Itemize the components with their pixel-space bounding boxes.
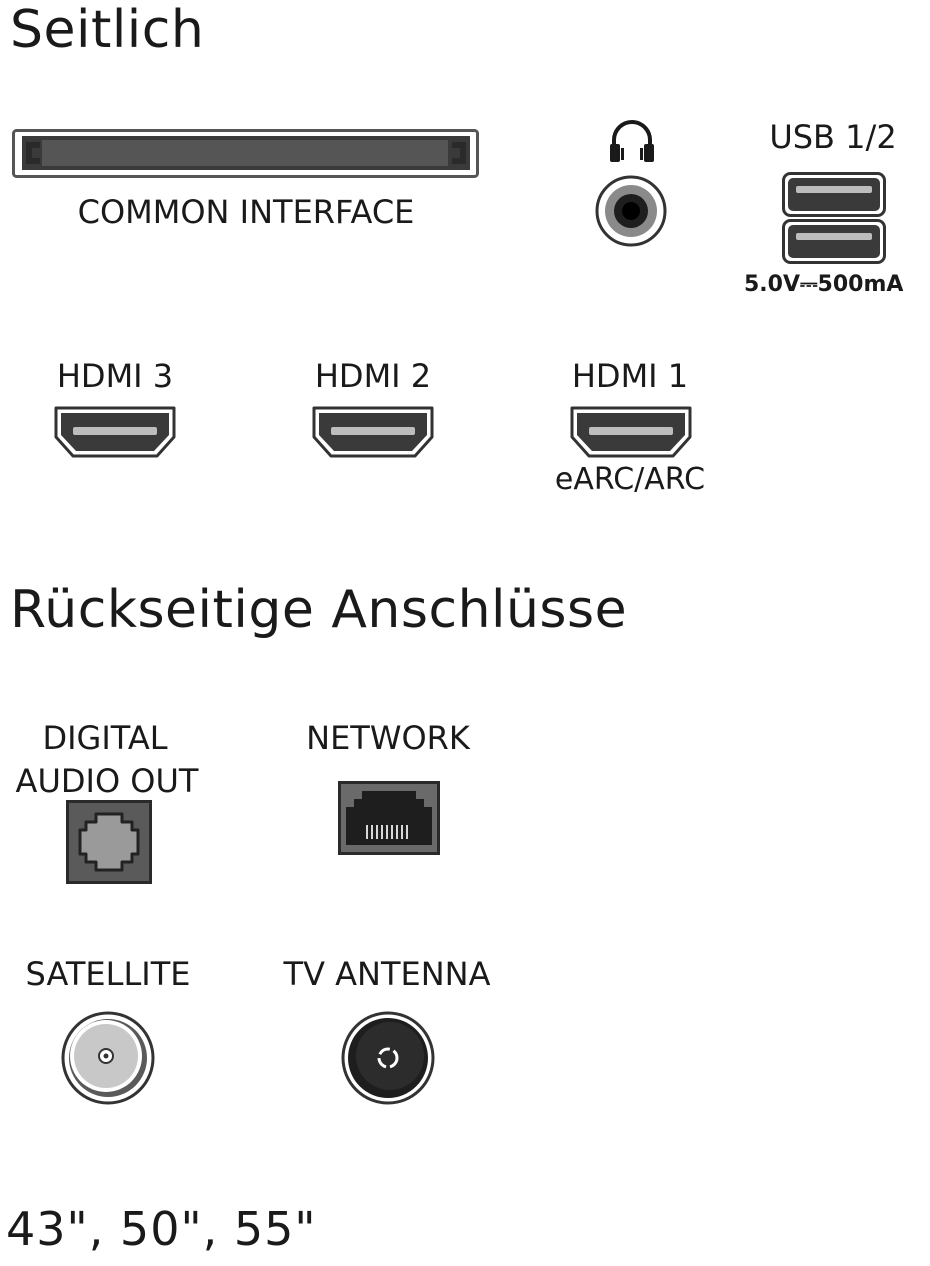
hdmi2-label: HDMI 2	[314, 357, 432, 395]
usb-port-icon	[782, 172, 886, 264]
ethernet-port-icon	[338, 781, 440, 855]
optical-port-icon	[66, 800, 152, 884]
usb-label: USB 1/2	[769, 118, 897, 156]
usb-spec: 5.0V⎓500mA	[744, 272, 904, 297]
satellite-label: SATELLITE	[25, 955, 191, 993]
hdmi1-port-icon	[570, 406, 692, 458]
tv-antenna-label: TV ANTENNA	[283, 955, 491, 993]
back-heading: Rückseitige Anschlüsse	[10, 580, 628, 640]
headphone-jack-icon	[595, 175, 667, 247]
screen-sizes: 43", 50", 55"	[6, 1202, 317, 1256]
digital-audio-label-line2: AUDIO OUT	[15, 762, 199, 800]
hdmi3-label: HDMI 3	[56, 357, 174, 395]
common-interface-label: COMMON INTERFACE	[77, 193, 415, 231]
digital-audio-label-line1: DIGITAL	[42, 719, 168, 757]
hdmi3-port-icon	[54, 406, 176, 458]
side-heading: Seitlich	[10, 0, 205, 60]
common-interface-slot-icon	[12, 129, 479, 178]
tv-antenna-port-icon	[341, 1011, 435, 1105]
headphone-icon	[610, 120, 654, 162]
network-label: NETWORK	[306, 719, 470, 757]
satellite-port-icon	[61, 1011, 155, 1105]
hdmi2-port-icon	[312, 406, 434, 458]
hdmi1-sub-label: eARC/ARC	[554, 462, 706, 497]
hdmi1-label: HDMI 1	[571, 357, 689, 395]
